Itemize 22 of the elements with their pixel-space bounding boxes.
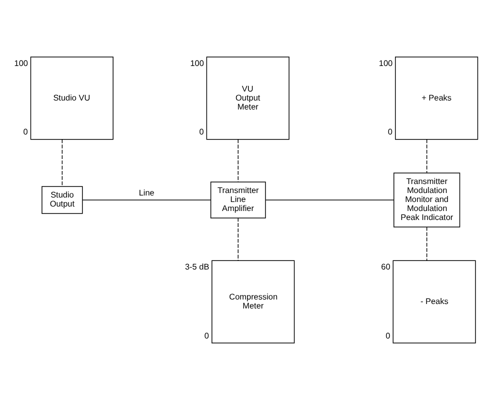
node-label: 0 [199,128,204,137]
node-label: 3-5 dB [184,262,210,272]
node-label: 60 [381,262,390,272]
edge-label: Line [138,188,154,198]
node-box: Studio Output [42,186,83,214]
node-label: 0 [388,128,392,137]
connector [426,226,428,261]
node-box: + Peaks [395,56,478,140]
connector [426,139,428,174]
node-label: 100 [190,58,204,68]
connector [62,139,63,187]
node-label: 100 [14,58,28,68]
node-box: Transmitter Line Amplifier [210,182,266,218]
node-box: VU Output Meter [206,56,290,140]
node-box: Transmitter Modulation Monitor and Modulation Peak Indicator [394,172,460,228]
node-label: 100 [378,58,393,68]
node-label: 0 [386,331,390,340]
node-box: - Peaks [392,260,476,344]
node-box: Compression Meter [212,260,295,344]
node-label: 0 [204,331,210,340]
node-label: 0 [23,128,28,137]
node-box: Studio VU [30,56,114,140]
